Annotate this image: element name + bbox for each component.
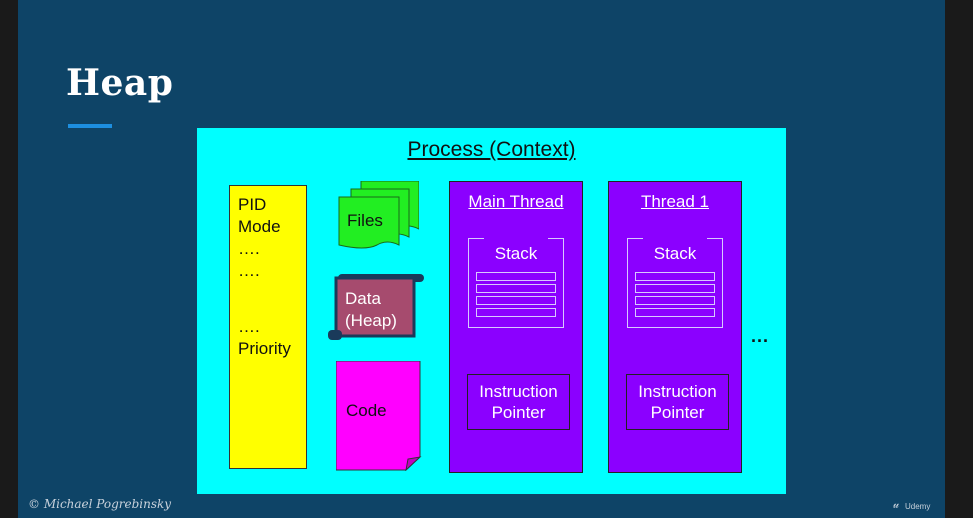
stack-frame bbox=[635, 284, 715, 293]
code-label: Code bbox=[346, 401, 387, 420]
main-thread-box: Main Thread Stack Instruction Pointer bbox=[449, 181, 583, 473]
more-threads-ellipsis: ... bbox=[751, 326, 770, 346]
slide-title: Heap bbox=[66, 62, 174, 104]
data-label: Data (Heap) bbox=[345, 288, 397, 332]
pcb-ellipsis-3: …. bbox=[238, 317, 260, 336]
data-heap-shape: Data (Heap) bbox=[328, 270, 428, 342]
code-shape: Code bbox=[336, 361, 422, 471]
pcb-priority: Priority bbox=[238, 339, 291, 358]
process-title: Process (Context) bbox=[407, 138, 576, 161]
thread-1-stack-label: Stack bbox=[653, 244, 697, 263]
title-underline bbox=[68, 124, 112, 128]
stack-frame bbox=[476, 296, 556, 305]
document-icon bbox=[336, 361, 422, 471]
ip-line1: Instruction bbox=[479, 382, 558, 401]
stack-frame bbox=[476, 284, 556, 293]
stack-frame bbox=[476, 308, 556, 317]
main-thread-stack-label: Stack bbox=[494, 244, 538, 263]
process-panel: Process (Context) PID Mode …. …. …. Prio… bbox=[197, 128, 786, 494]
stack-frame bbox=[635, 296, 715, 305]
process-control-block: PID Mode …. …. …. Priority bbox=[229, 185, 307, 469]
pcb-mode: Mode bbox=[238, 217, 281, 236]
udemy-logo-icon: 𝓊 bbox=[893, 499, 900, 511]
ip-line2: Pointer bbox=[650, 403, 705, 422]
files-icon bbox=[338, 181, 419, 249]
pcb-ellipsis-2: …. bbox=[238, 261, 260, 280]
thread-1-title: Thread 1 bbox=[640, 192, 710, 211]
thread-1-box: Thread 1 Stack Instruction Pointer bbox=[608, 181, 742, 473]
main-thread-stack: Stack bbox=[468, 236, 564, 328]
stack-frame bbox=[476, 272, 556, 281]
files-shape: Files bbox=[337, 181, 419, 251]
ip-line2: Pointer bbox=[491, 403, 546, 422]
data-label-line2: (Heap) bbox=[345, 311, 397, 330]
pcb-ellipsis-1: …. bbox=[238, 239, 260, 258]
stack-frame bbox=[635, 272, 715, 281]
stack-frame bbox=[635, 308, 715, 317]
data-label-line1: Data bbox=[345, 289, 381, 308]
copyright-text: © Michael Pogrebinsky bbox=[28, 497, 172, 511]
scroll-icon bbox=[328, 274, 424, 340]
files-label: Files bbox=[347, 211, 383, 230]
slide: Heap Process (Context) PID Mode …. …. ….… bbox=[18, 0, 945, 518]
pcb-pid: PID bbox=[238, 195, 267, 214]
thread-1-instruction-pointer: Instruction Pointer bbox=[626, 374, 729, 430]
brand-label: Udemy bbox=[905, 502, 931, 511]
thread-1-stack: Stack bbox=[627, 236, 723, 328]
main-thread-instruction-pointer: Instruction Pointer bbox=[467, 374, 570, 430]
main-thread-title: Main Thread bbox=[468, 192, 564, 211]
ip-line1: Instruction bbox=[638, 382, 717, 401]
